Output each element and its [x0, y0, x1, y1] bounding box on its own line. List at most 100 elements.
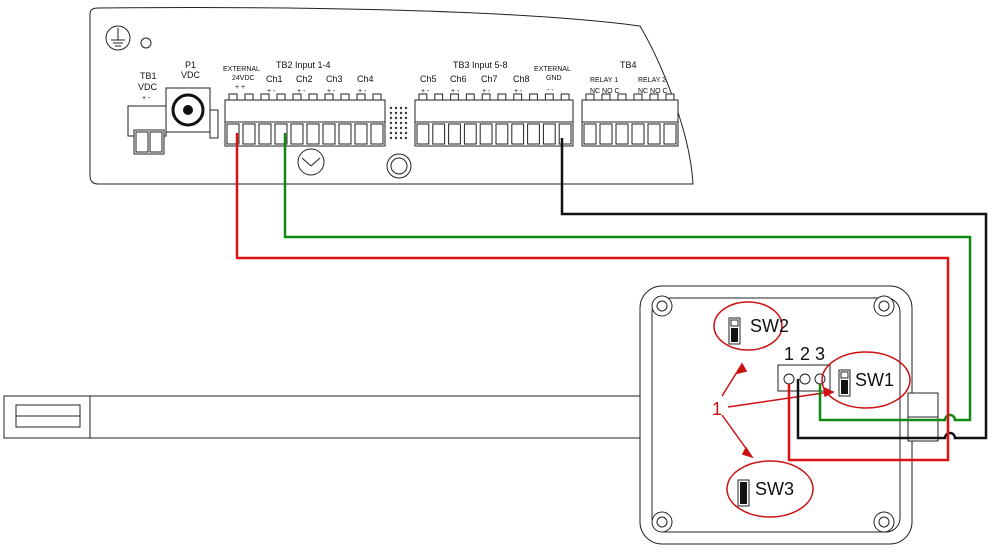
vent-hole — [389, 136, 393, 140]
pin-label: 2 — [800, 344, 810, 364]
vent-hole — [399, 126, 403, 130]
vent-hole — [389, 111, 393, 115]
sw2-callout-ellipse — [713, 301, 783, 351]
terminal-slot — [416, 123, 430, 145]
terminal-slot — [615, 123, 629, 145]
vent-hole — [399, 106, 403, 110]
terminal-slot — [322, 123, 336, 145]
terminal-screw — [276, 93, 286, 101]
terminal-screw — [633, 93, 643, 101]
sensor-housing — [639, 285, 939, 545]
sw1-jumper — [838, 369, 851, 397]
tb3-channel-polarity: + - — [514, 88, 523, 95]
tb3-channel-label: Ch6 — [450, 74, 467, 84]
terminal-screw — [497, 93, 507, 101]
tb2-terminal-block — [224, 93, 386, 147]
vent-hole — [394, 131, 398, 135]
terminal-screw — [292, 93, 302, 101]
terminal-screw — [356, 93, 366, 101]
tb2-channel-label: Ch3 — [326, 74, 343, 84]
tb3-channel-label: Ch8 — [513, 74, 530, 84]
vent-hole — [399, 136, 403, 140]
terminal-slot — [463, 123, 477, 145]
terminal-screw — [465, 93, 475, 101]
housing-screws — [651, 295, 895, 533]
vent-hole — [394, 116, 398, 120]
terminal-screw — [617, 93, 627, 101]
tb2-channel-label: Ch1 — [266, 74, 283, 84]
terminal-screw — [649, 93, 659, 101]
terminal-screw — [450, 93, 459, 101]
terminal-slot — [242, 123, 256, 145]
controller-unit: TB1 VDC + - P1 VDC EXTERNAL 24VDC + + TB… — [89, 7, 694, 185]
tb4-relay1-label: RELAY 1 — [590, 77, 618, 84]
vent-hole — [404, 106, 408, 110]
terminal-screw — [585, 93, 595, 101]
vent-hole — [399, 121, 403, 125]
terminal-screw — [340, 93, 350, 101]
tb1-connector — [127, 105, 167, 155]
terminal-slot — [432, 123, 446, 145]
tb3-channel-polarity: + - — [451, 88, 460, 95]
reset-button-icon — [386, 153, 412, 179]
vent-hole — [394, 121, 398, 125]
tb2-channel-label: Ch4 — [357, 74, 374, 84]
vent-hole — [404, 131, 408, 135]
tb2-title: TB2 Input 1-4 — [276, 60, 331, 70]
tb2-channel-label: Ch2 — [296, 74, 313, 84]
vent-hole — [404, 111, 408, 115]
sw1-callout-ellipse — [821, 351, 911, 409]
vent-hole — [404, 121, 408, 125]
terminal-screw — [529, 93, 538, 101]
terminal-slot — [583, 123, 597, 145]
vent-hole — [404, 126, 408, 130]
tb3-channel-label: Ch5 — [420, 74, 437, 84]
wire-power — [235, 133, 950, 462]
callout-arrows — [721, 362, 835, 459]
tb3-title: TB3 Input 5-8 — [453, 60, 508, 70]
terminal-screw — [228, 93, 238, 101]
vent-hole — [394, 111, 398, 115]
terminal-slot — [647, 123, 661, 145]
vent-hole — [399, 111, 403, 115]
tb4-relay2-label: RELAY 2 — [638, 77, 666, 84]
terminal-screw — [481, 93, 491, 101]
led-indicator — [140, 37, 152, 49]
p1-sub: VDC — [181, 70, 201, 80]
terminal-slot — [631, 123, 645, 145]
tb1-sub: VDC — [138, 82, 158, 92]
terminal-slot — [511, 123, 525, 145]
vent-hole — [389, 131, 393, 135]
vent-hole — [404, 136, 408, 140]
vent-hole — [399, 131, 403, 135]
mounting-knob-icon — [297, 148, 325, 176]
vent-grid — [389, 106, 408, 140]
terminal-slot — [354, 123, 368, 145]
p1-barrel-jack — [165, 87, 219, 139]
pin-label: 3 — [815, 344, 825, 364]
terminal-screw — [513, 93, 523, 101]
tb3-external-label: EXTERNAL — [534, 66, 571, 73]
terminal-slot — [306, 123, 320, 145]
terminal-slot — [527, 123, 540, 145]
tb1-polarity: + - — [142, 95, 151, 102]
tb4-terminal-block — [581, 93, 679, 147]
terminal-screw — [260, 93, 270, 101]
p1-label: P1 — [185, 60, 196, 70]
tb4-relay1-pins: NC NO C — [590, 88, 620, 95]
pin-header — [777, 364, 831, 392]
terminal-screw — [418, 93, 428, 101]
terminal-screw — [665, 93, 675, 101]
sw3-callout-ellipse — [726, 460, 814, 518]
terminal-screw — [434, 93, 444, 101]
tb3-channel-polarity: + - — [421, 88, 430, 95]
terminal-slot — [495, 123, 509, 145]
tb2-channel-polarity: + - — [267, 88, 276, 95]
sw1-label: SW1 — [855, 370, 894, 390]
sw2-jumper — [728, 317, 741, 345]
terminal-slot — [370, 123, 384, 145]
tb2-external-sub: 24VDC — [232, 75, 255, 82]
wire-ground — [560, 138, 988, 440]
tb3-external-polarity: - - — [547, 87, 554, 94]
